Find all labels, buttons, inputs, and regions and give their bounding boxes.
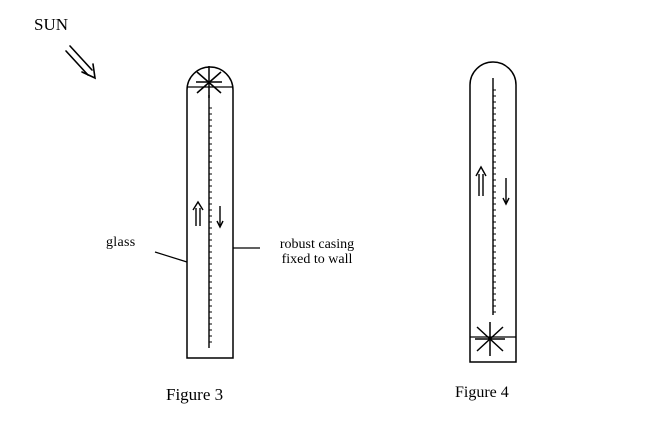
figure3-up-arrow-icon	[192, 200, 204, 226]
casing-label-line1: robust casing	[279, 237, 355, 252]
figure4-tube	[469, 61, 517, 363]
figure3-star-icon	[196, 66, 222, 98]
figure4-absorber-ticks	[493, 89, 496, 313]
figure4-down-arrow-icon	[502, 178, 510, 206]
sun-label: SUN	[34, 15, 69, 34]
figure3-down-arrow-icon	[216, 206, 224, 229]
sun-direction-arrow-icon	[65, 45, 96, 80]
figure3-tube	[186, 66, 234, 359]
casing-label-line2: fixed to wall	[281, 251, 353, 267]
figure3-absorber-ticks	[209, 107, 212, 343]
figure3-leader-lines	[154, 247, 260, 263]
figure3-caption: Figure 3	[166, 385, 224, 404]
casing-label: robust casing fixed to wall	[262, 237, 372, 267]
figure4-caption: Figure 4	[455, 384, 509, 401]
glass-label: glass	[106, 235, 136, 250]
figure4-up-arrow-icon	[475, 165, 487, 196]
figure4-star-icon	[475, 322, 505, 356]
